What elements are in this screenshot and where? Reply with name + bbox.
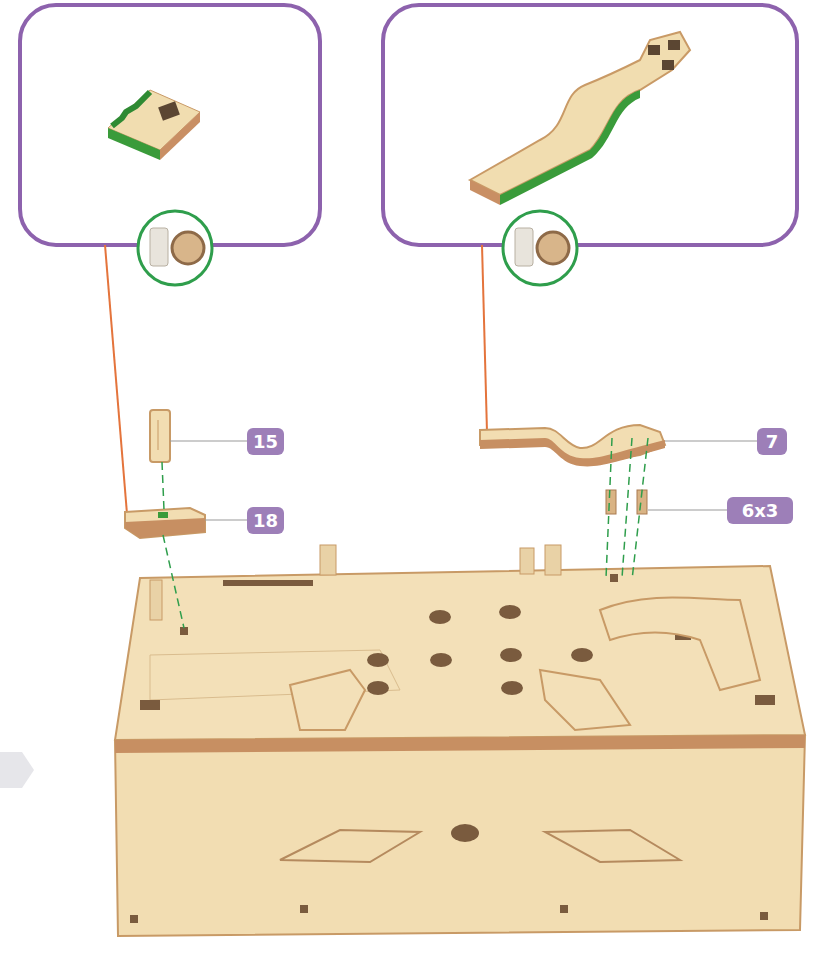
detail-part bbox=[470, 32, 690, 205]
part-curve bbox=[480, 425, 665, 466]
assembly-guide bbox=[162, 438, 648, 628]
detail-frame bbox=[383, 5, 797, 245]
glue-icon bbox=[138, 211, 212, 285]
glue-icon bbox=[503, 211, 577, 285]
callout-number: 18 bbox=[247, 507, 284, 534]
step-chevron bbox=[0, 752, 34, 788]
leader-line bbox=[105, 245, 127, 514]
box-body bbox=[115, 545, 805, 936]
detail-frame bbox=[20, 5, 320, 245]
part-block bbox=[125, 508, 205, 538]
callout-number: 7 bbox=[757, 428, 787, 455]
part-peg bbox=[150, 410, 170, 462]
detail-part bbox=[108, 90, 200, 160]
callout-number: 15 bbox=[247, 428, 284, 455]
leader-line bbox=[482, 245, 487, 432]
callout-number: 6x3 bbox=[727, 497, 793, 524]
